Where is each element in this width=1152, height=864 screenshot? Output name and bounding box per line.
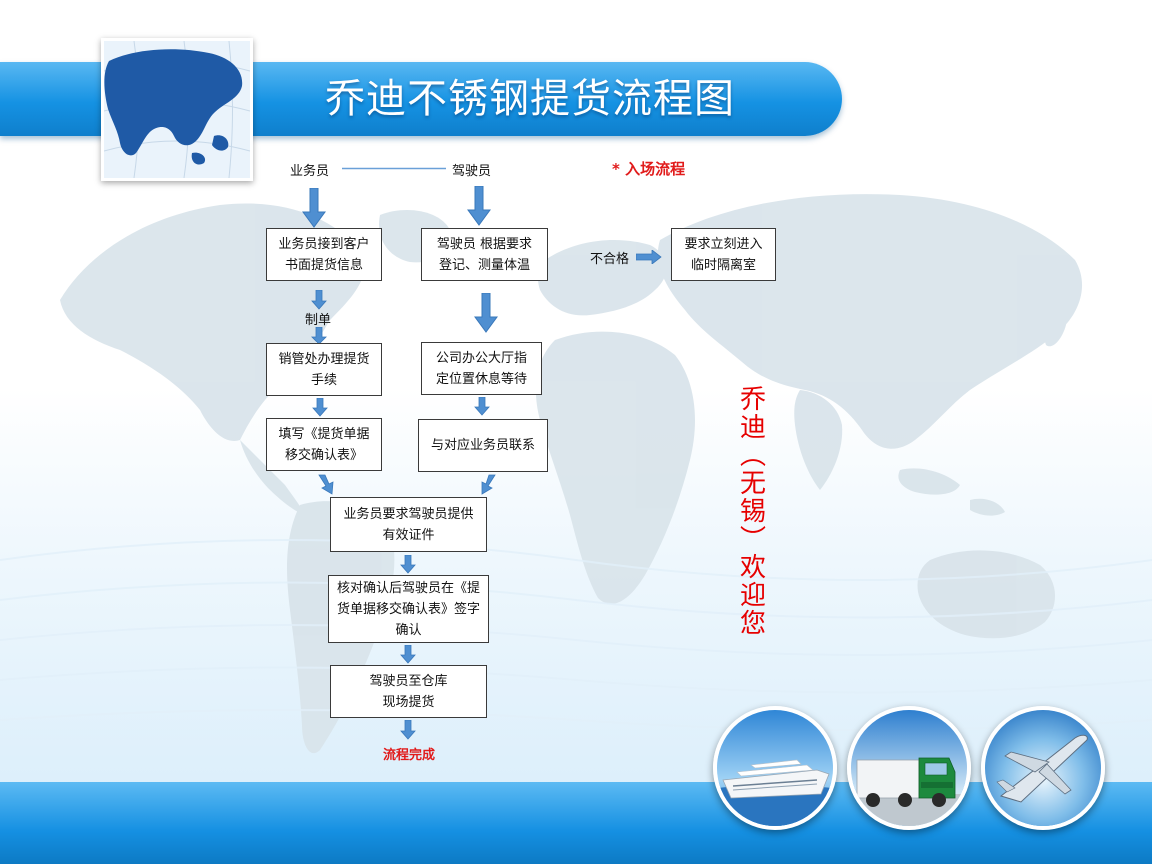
unqualified-label: 不合格 xyxy=(590,248,629,267)
process-complete-label: 流程完成 xyxy=(383,744,435,763)
welcome-char: ︶ xyxy=(731,526,775,554)
role-driver: 驾驶员 xyxy=(452,160,491,179)
box-contact-salesperson: 与对应业务员联系 xyxy=(418,419,548,472)
arrow-down-icon xyxy=(400,720,416,740)
arrow-right-icon xyxy=(636,250,662,264)
bottom-bar xyxy=(0,782,1152,864)
welcome-char: 您 xyxy=(731,610,775,638)
box-line: 货单据移交确认表》签字 xyxy=(335,599,482,620)
arrow-down-icon xyxy=(400,555,416,574)
box-line: 书面提货信息 xyxy=(273,255,375,276)
box-driver-sign-confirmation: 核对确认后驾驶员在《提 货单据移交确认表》签字 确认 xyxy=(328,575,489,643)
box-line: 驾驶员 根据要求 xyxy=(428,234,541,255)
welcome-char: 迪 xyxy=(731,414,775,442)
box-line: 核对确认后驾驶员在《提 xyxy=(335,578,482,599)
connector-line xyxy=(342,167,446,171)
box-line: 填写《提货单据 xyxy=(273,424,375,445)
welcome-char: 欢 xyxy=(731,554,775,582)
box-driver-register-temperature: 驾驶员 根据要求 登记、测量体温 xyxy=(421,228,548,281)
entry-flow-label: * 入场流程 xyxy=(612,158,685,179)
welcome-char: 无 xyxy=(731,470,775,498)
box-line: 临时隔离室 xyxy=(678,255,769,276)
welcome-char: ︵ xyxy=(731,442,775,470)
box-line: 驾驶员至仓库 xyxy=(337,671,480,692)
box-line: 公司办公大厅指 xyxy=(428,348,535,369)
arrow-down-icon xyxy=(311,290,327,310)
arrow-down-icon xyxy=(400,645,416,664)
arrow-down-icon xyxy=(302,188,326,228)
airplane-photo-icon xyxy=(981,706,1105,830)
box-line: 登记、测量体温 xyxy=(428,255,541,276)
box-line: 现场提货 xyxy=(337,692,480,713)
welcome-char: 乔 xyxy=(731,386,775,414)
box-line: 与对应业务员联系 xyxy=(425,435,541,456)
arrow-down-icon xyxy=(467,186,491,226)
arrow-down-right-icon xyxy=(316,474,338,496)
box-sales-office-procedures: 销管处办理提货 手续 xyxy=(266,343,382,396)
arrow-down-icon xyxy=(474,293,498,333)
arrow-down-icon xyxy=(474,397,490,416)
box-line: 要求立刻进入 xyxy=(678,234,769,255)
box-salesperson-receives-info: 业务员接到客户 书面提货信息 xyxy=(266,228,382,281)
arrow-down-left-icon xyxy=(478,474,498,496)
box-line: 移交确认表》 xyxy=(273,445,375,466)
welcome-char: 锡 xyxy=(731,498,775,526)
box-line: 手续 xyxy=(273,370,375,391)
box-quarantine-room: 要求立刻进入 临时隔离室 xyxy=(671,228,776,281)
box-line: 业务员要求驾驶员提供 xyxy=(337,504,480,525)
arrow-down-icon xyxy=(312,398,328,417)
role-salesperson: 业务员 xyxy=(290,160,329,179)
box-line: 定位置休息等待 xyxy=(428,369,535,390)
welcome-char: 迎 xyxy=(731,582,775,610)
truck-photo-icon xyxy=(847,706,971,830)
box-request-valid-id: 业务员要求驾驶员提供 有效证件 xyxy=(330,497,487,552)
box-fill-handover-form: 填写《提货单据 移交确认表》 xyxy=(266,418,382,471)
cruise-ship-photo-icon xyxy=(713,706,837,830)
welcome-vertical-text: 乔 迪 ︵ 无 锡 ︶ 欢 迎 您 xyxy=(731,386,775,638)
box-line: 业务员接到客户 xyxy=(273,234,375,255)
box-wait-in-lobby: 公司办公大厅指 定位置休息等待 xyxy=(421,342,542,395)
box-line: 确认 xyxy=(335,620,482,641)
box-warehouse-pickup: 驾驶员至仓库 现场提货 xyxy=(330,665,487,718)
box-line: 有效证件 xyxy=(337,525,480,546)
make-order-label: 制单 xyxy=(305,309,331,328)
box-line: 销管处办理提货 xyxy=(273,349,375,370)
page-title: 乔迪不锈钢提货流程图 xyxy=(290,72,770,126)
asia-map-icon xyxy=(101,38,253,181)
